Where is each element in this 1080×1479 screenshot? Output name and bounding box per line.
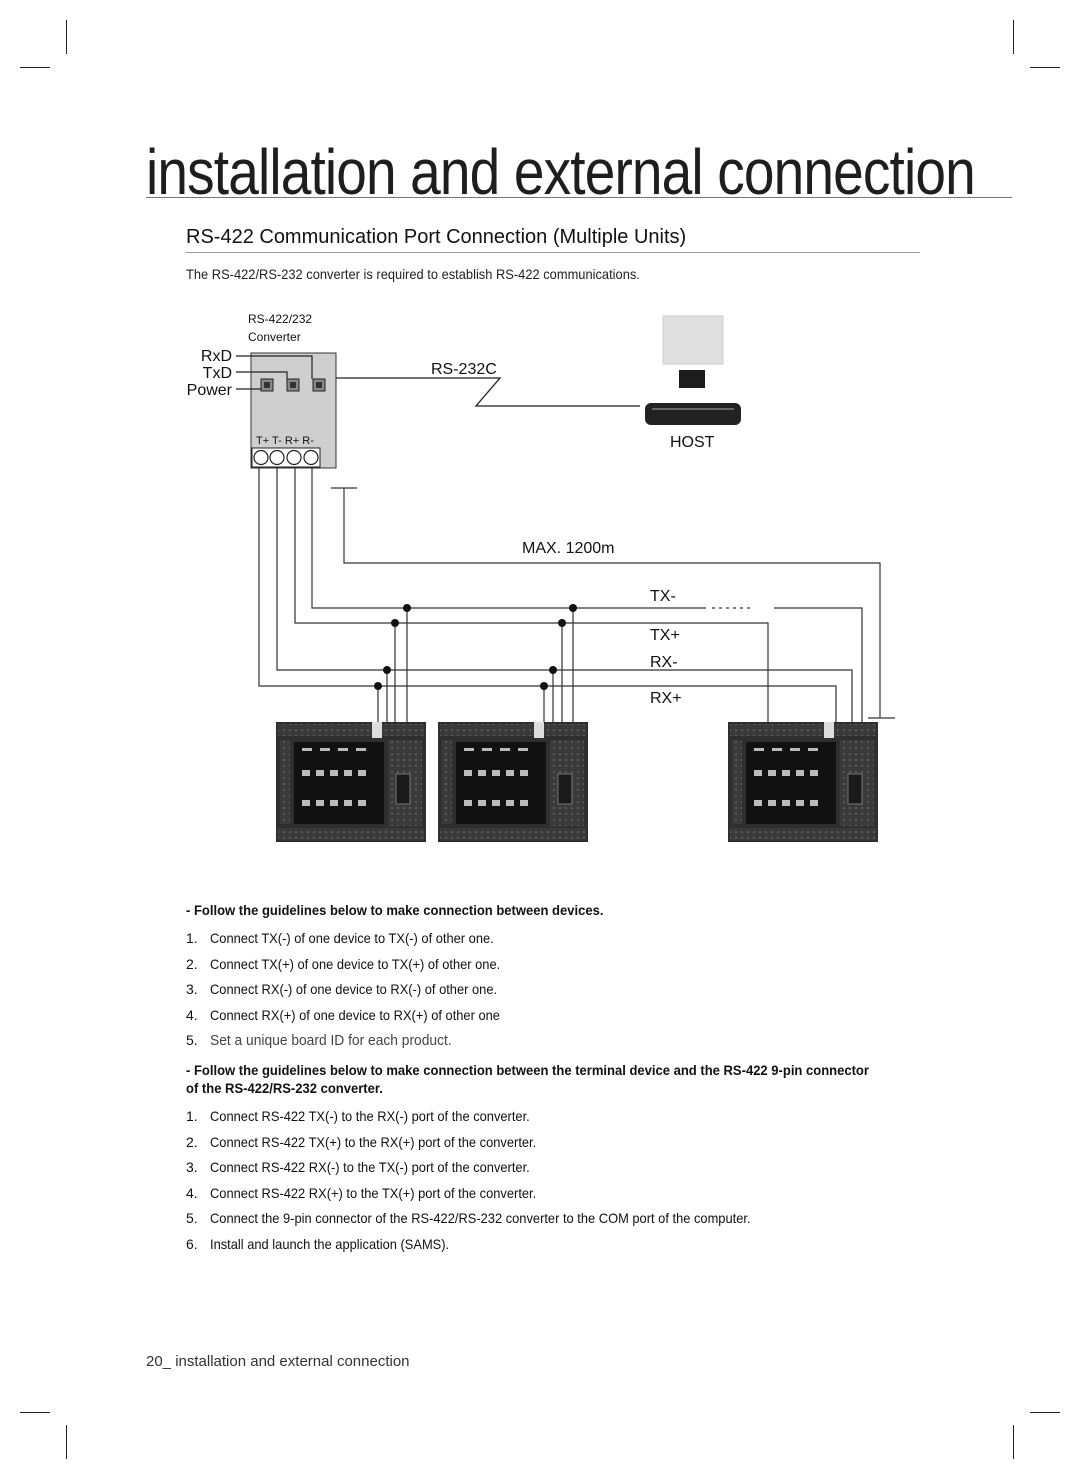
wire-rx-minus	[276, 468, 853, 722]
line-label-tx-minus: TX-	[650, 588, 676, 605]
converter-label-line2: Converter	[248, 330, 301, 344]
rs232c-label: RS-232C	[431, 361, 497, 378]
crop-mark	[1013, 20, 1014, 54]
chapter-title: installation and external connection	[146, 136, 976, 208]
wire-ground	[331, 487, 895, 719]
device-guidelines-heading: - Follow the guidelines below to make co…	[186, 902, 604, 918]
led-label-txd: TxD	[203, 365, 232, 382]
section-title: RS-422 Communication Port Connection (Mu…	[186, 226, 687, 248]
list-item: 1.Connect TX(-) of one device to TX(-) o…	[186, 930, 494, 946]
led-label-rxd: RxD	[201, 348, 232, 365]
list-item: 3.Connect RX(-) of one device to RX(-) o…	[186, 981, 498, 997]
chapter-rule	[146, 197, 1012, 198]
distance-label: MAX. 1200m	[522, 540, 614, 557]
line-label-rx-plus: RX+	[650, 690, 682, 707]
crop-mark	[20, 67, 50, 68]
terminal-guidelines-heading: - Follow the guidelines below to make co…	[186, 1062, 869, 1096]
terminal-labels: T+ T- R+ R-	[256, 435, 314, 447]
crop-mark	[66, 20, 67, 54]
crop-mark	[66, 1425, 67, 1459]
list-item: 5.Connect the 9-pin connector of the RS-…	[186, 1210, 751, 1226]
terminal-block	[251, 447, 321, 468]
list-item: 5.Set a unique board ID for each product…	[186, 1032, 452, 1049]
device-guidelines: - Follow the guidelines below to make co…	[186, 901, 926, 1057]
list-item: 1.Connect RS-422 TX(-) to the RX(-) port…	[186, 1108, 530, 1124]
crop-mark	[20, 1412, 50, 1413]
list-item: 2.Connect TX(+) of one device to TX(+) o…	[186, 955, 501, 972]
crop-mark	[1030, 1412, 1060, 1413]
converter-label-line1: RS-422/232	[248, 312, 312, 326]
list-item: 6.Install and launch the application (SA…	[186, 1235, 450, 1252]
line-label-tx-plus: TX+	[650, 627, 680, 644]
intro-text: The RS-422/RS-232 converter is required …	[186, 266, 640, 282]
wire-rx-plus	[258, 468, 837, 722]
crop-mark	[1030, 67, 1060, 68]
led-label-power: Power	[187, 382, 233, 399]
controller-board-1	[275, 721, 427, 843]
section-rule	[186, 252, 920, 253]
page-footer: 20_ installation and external connection	[146, 1353, 410, 1370]
list-item: 4.Connect RS-422 RX(+) to the TX(+) port…	[186, 1184, 537, 1201]
list-item: 3.Connect RS-422 RX(-) to the TX(-) port…	[186, 1159, 530, 1175]
host-computer	[645, 315, 741, 425]
terminal-guidelines: - Follow the guidelines below to make co…	[186, 1061, 926, 1260]
controller-board-2	[437, 721, 589, 843]
rs232c-cable	[336, 377, 640, 407]
crop-mark	[1013, 1425, 1014, 1459]
line-label-rx-minus: RX-	[650, 654, 678, 671]
host-label: HOST	[670, 434, 715, 451]
converter-led-ports	[260, 378, 326, 392]
list-item: 2.Connect RS-422 TX(+) to the RX(+) port…	[186, 1133, 537, 1150]
list-item: 4.Connect RX(+) of one device to RX(+) o…	[186, 1006, 500, 1023]
wire-tx-minus	[311, 468, 706, 609]
controller-board-3	[727, 721, 879, 843]
wire-tx-plus	[294, 468, 769, 722]
